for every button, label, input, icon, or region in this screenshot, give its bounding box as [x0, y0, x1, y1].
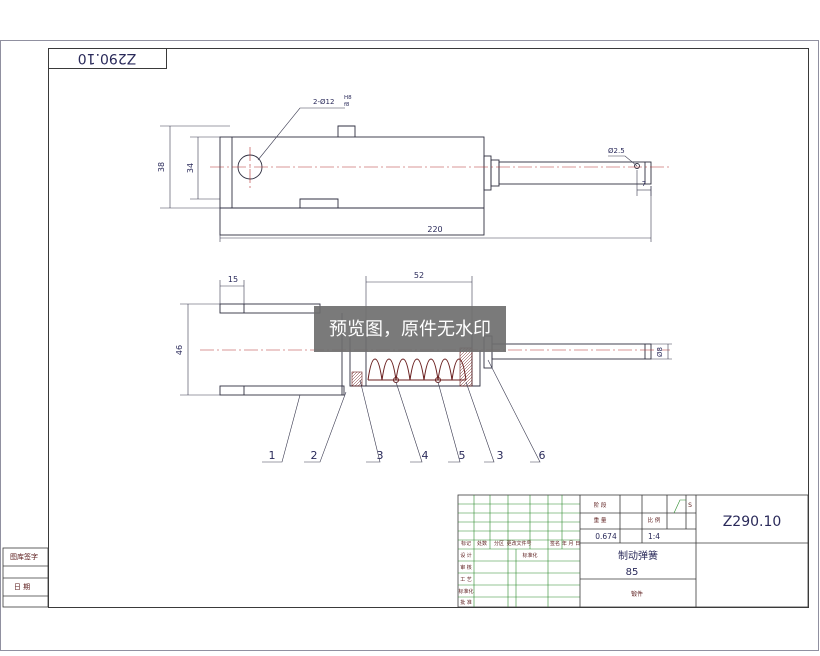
tb-row-check: 审 核 [460, 564, 472, 571]
part-balloons: 1 2 3 4 5 3 6 [269, 449, 546, 462]
hatched-end [351, 371, 363, 387]
tb-weight-value: 0.674 [595, 532, 617, 541]
top-view [219, 125, 652, 236]
balloon-3: 3 [377, 449, 384, 462]
drawing-frame [0, 40, 819, 651]
tb-part-code: 85 [626, 567, 639, 578]
dim-clevis-width: 15 [228, 275, 238, 284]
dim-height-inner: 34 [186, 163, 195, 173]
tb-row-approve: 批 准 [460, 599, 472, 606]
watermark-text: 预览图，原件无水印 [329, 319, 491, 340]
balloon-4: 4 [422, 449, 429, 462]
tb-mark-s: S [688, 502, 692, 509]
dim-length-total: 220 [427, 225, 442, 234]
tb-scale-value: 1:4 [648, 532, 660, 541]
top-view-dimensions [160, 107, 652, 242]
tb-design-std: 标准化 [522, 552, 537, 559]
front-view-dimensions [180, 276, 672, 396]
tb-hdr-count: 处数 [477, 540, 487, 547]
tb-hdr-mark: 标记 [461, 540, 471, 547]
dim-hole-fit-lower: f8 [344, 102, 350, 108]
title-block-grid [458, 495, 686, 607]
dim-rod-dia-front: Ø8 [656, 347, 664, 357]
hatched-stop [459, 347, 473, 387]
tb-hdr-scale: 比 例 [648, 516, 661, 524]
balloon-1: 1 [269, 449, 276, 462]
tb-row-process: 工 艺 [460, 577, 472, 583]
balloon-7: 6 [539, 449, 546, 462]
date-label: 日 期 [14, 583, 30, 591]
dim-height-outer: 38 [157, 162, 166, 172]
archive-strip [2, 547, 49, 608]
dim-rod-diameter: Ø2.5 [608, 147, 625, 155]
tb-hdr-change: 更改文件号 [506, 540, 531, 547]
spring-coils [367, 358, 467, 383]
tb-hdr-stage: 阶 段 [594, 501, 607, 509]
tb-hdr-weight: 重 量 [594, 516, 607, 524]
dim-rod-end: 7 [642, 180, 646, 188]
balloon-leaders [262, 359, 541, 463]
tb-row-design: 设 计 [460, 552, 472, 559]
tb-hdr-ymd: 年 月 日 [562, 540, 580, 547]
dim-spring-length: 52 [414, 271, 424, 280]
title-block [457, 494, 809, 608]
dim-hole-fit-upper: H8 [344, 95, 352, 101]
watermark-banner [314, 306, 506, 352]
balloon-5: 5 [459, 449, 466, 462]
drawing-number: Z290.10 [723, 514, 782, 530]
drawing-number-rotated: Z290.10 [78, 50, 137, 66]
dim-plate-height: 46 [175, 345, 184, 355]
tb-hdr-zone: 分区 [494, 540, 504, 547]
balloon-2: 2 [311, 449, 318, 462]
tb-material: 锻件 [631, 590, 643, 598]
tb-part-name: 制动弹簧 [618, 549, 658, 562]
archive-signature-label: 图库签字 [10, 552, 38, 561]
tb-row-std: 标准化 [458, 588, 473, 595]
rotated-number-box [48, 48, 167, 69]
top-view-centerlines [210, 147, 670, 188]
tb-hdr-sign: 签名 [550, 540, 560, 547]
balloon-6: 3 [497, 449, 504, 462]
dim-hole-callout: 2-Ø12 [313, 98, 334, 106]
